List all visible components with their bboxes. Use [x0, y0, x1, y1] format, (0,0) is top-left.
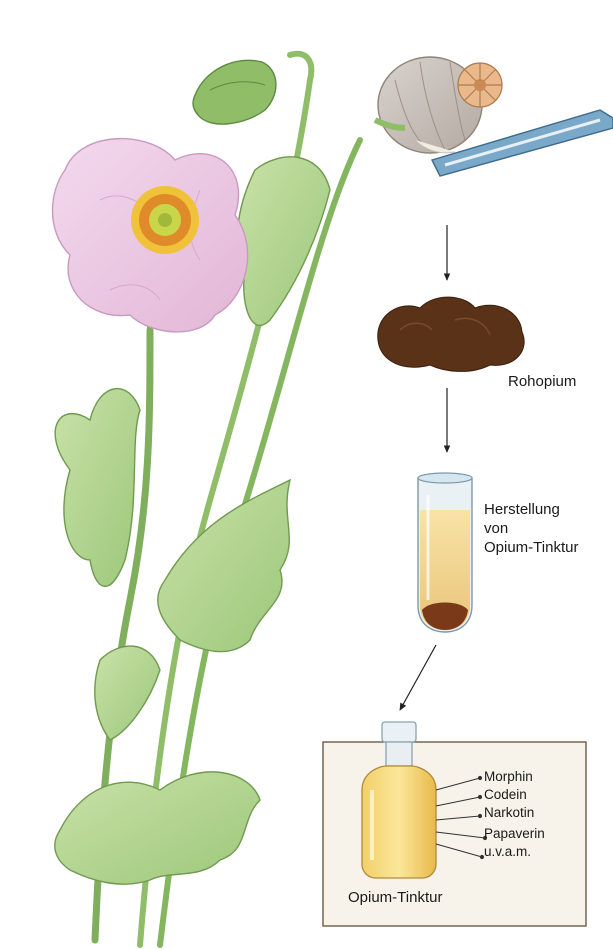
constituent-morphin: Morphin — [484, 768, 545, 786]
test-tube — [418, 473, 472, 632]
label-tincture-production-line-1: Herstellung — [484, 500, 578, 519]
poppy-bud — [193, 60, 276, 124]
arrow-tube-to-bottle — [400, 645, 436, 710]
poppy-flower — [53, 139, 248, 332]
label-tincture-production-line-3: Opium-Tinktur — [484, 538, 578, 557]
raw-opium-lump — [378, 297, 524, 371]
constituent-papaverin: Papaverin — [484, 825, 545, 843]
poppy-seed-pod — [375, 57, 502, 153]
label-tincture-production-line-2: von — [484, 519, 578, 538]
constituent-narkotin: Narkotin — [484, 804, 545, 822]
label-raw-opium: Rohopium — [508, 373, 576, 390]
label-tincture-product: Opium-Tinktur — [348, 889, 442, 906]
label-tincture-production: Herstellung von Opium-Tinktur — [484, 500, 578, 557]
constituent-uvam: u.v.a.m. — [484, 843, 545, 861]
constituent-codein: Codein — [484, 786, 545, 804]
constituents-list: Morphin Codein Narkotin Papaverin u.v.a.… — [484, 768, 545, 861]
pod-crown — [458, 63, 502, 107]
